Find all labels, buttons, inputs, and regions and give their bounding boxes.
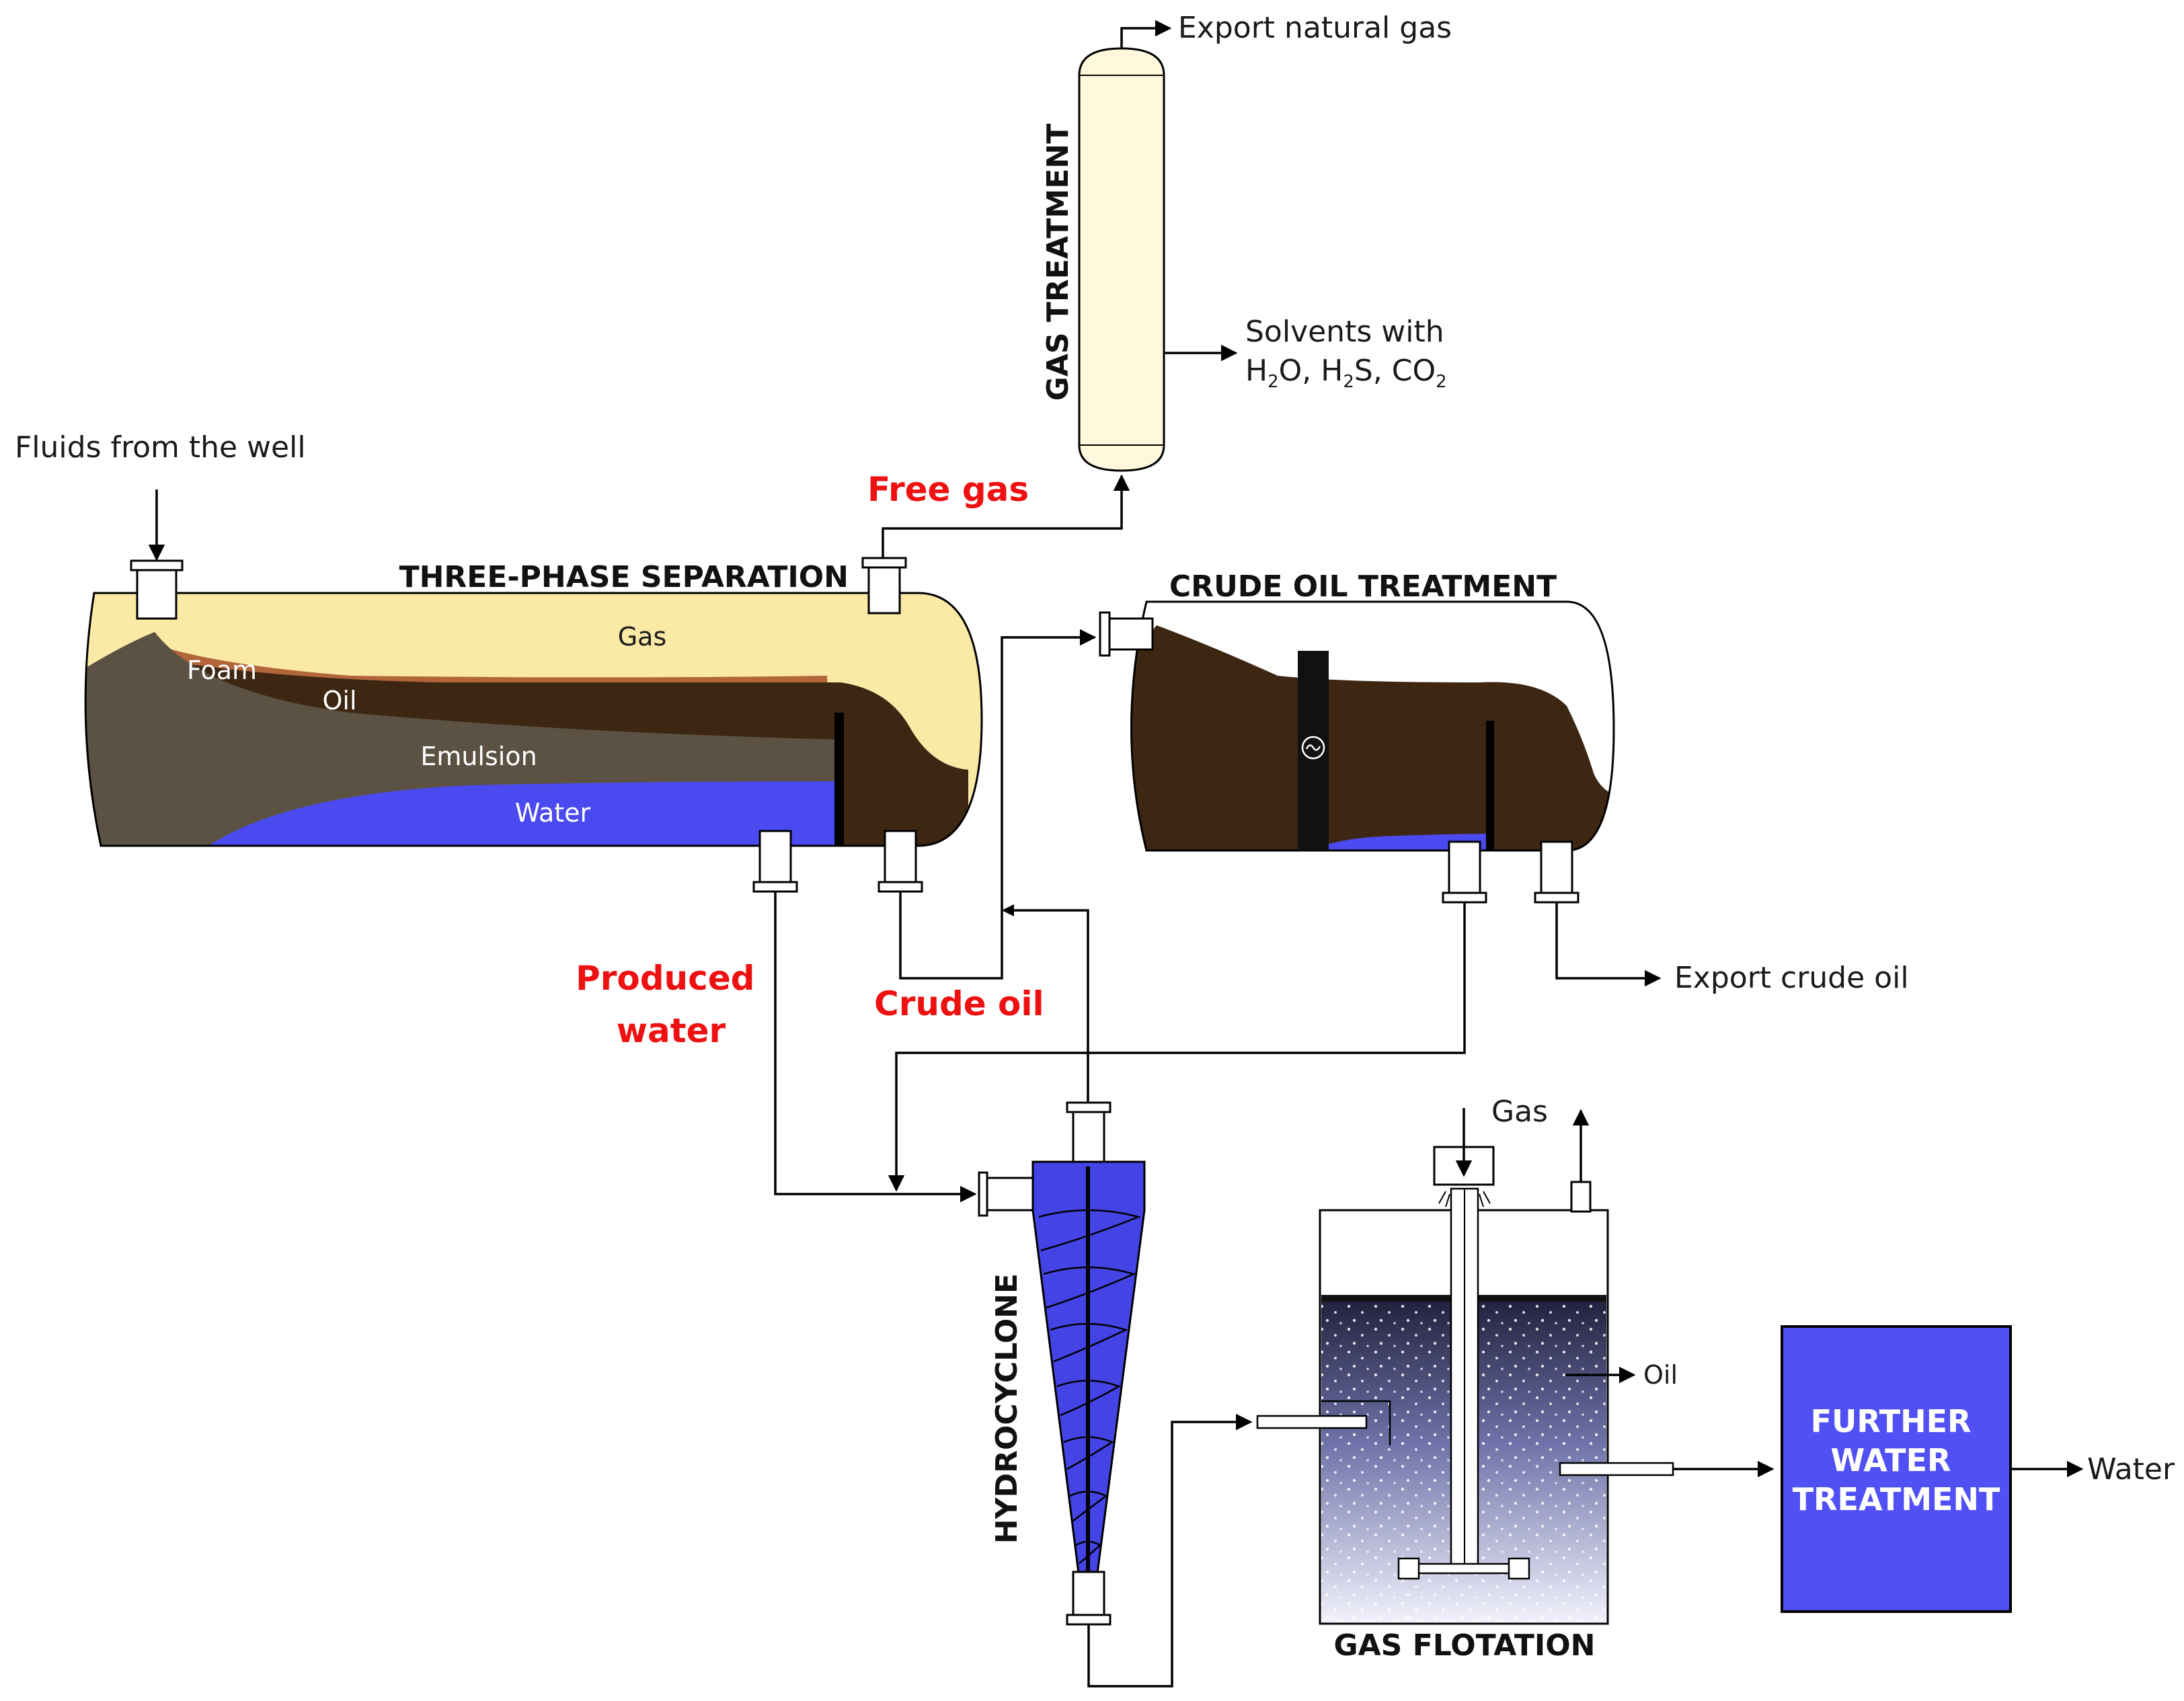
gas-treatment-title: GAS TREATMENT	[1041, 124, 1075, 401]
weir-plate	[834, 713, 844, 846]
separator-inlet-nozzle	[130, 559, 184, 620]
crude-water-recycle-line	[888, 902, 1466, 1192]
produced-water-line	[774, 892, 977, 1203]
crude-oil-treatment-vessel	[1130, 600, 1615, 852]
hydrocyclone-oil-recycle-line	[1009, 909, 1089, 1103]
export-crude-oil-label: Export crude oil	[1674, 961, 1909, 995]
phase-label-emulsion: Emulsion	[420, 742, 537, 771]
hydrocyclone-inlet-nozzle	[984, 1177, 1034, 1212]
crude-oil-phase	[1131, 625, 1614, 850]
crude-oil-line	[899, 629, 1097, 980]
phase-label-water: Water	[515, 798, 591, 828]
crude-inlet-nozzle	[1099, 611, 1154, 657]
crude-oil-treatment-title: CRUDE OIL TREATMENT	[1169, 569, 1557, 604]
export-gas-line	[1120, 19, 1172, 48]
separator-gas-nozzle	[861, 557, 907, 615]
flotation-inlet-pipe	[1256, 1415, 1368, 1429]
export-natural-gas-label: Export natural gas	[1178, 11, 1452, 45]
gas-in-label: Gas	[1491, 1095, 1548, 1129]
impeller-icon	[1397, 1187, 1530, 1580]
phase-label-gas: Gas	[618, 622, 667, 651]
phase-label-foam: Foam	[187, 656, 257, 685]
crude-water-nozzle	[1442, 840, 1487, 904]
oil-out-label: Oil	[1643, 1360, 1678, 1390]
hydrocyclone	[978, 1101, 1146, 1626]
solvents-label: Solvents with	[1245, 315, 1444, 349]
further-water-treatment-box	[1781, 1325, 2012, 1613]
separator-water-nozzle	[752, 830, 798, 893]
water-out-label: Water	[2087, 1452, 2175, 1487]
phase-label-oil: Oil	[322, 686, 356, 715]
recycle-arrowhead	[1002, 904, 1014, 916]
produced-water-label: Produced water	[576, 959, 767, 1050]
hydrocyclone-underflow-line	[1087, 1413, 1253, 1688]
solvents-formula: H2O, H2S, CO2	[1245, 354, 1447, 392]
gas-flotation-tank	[1256, 1108, 1674, 1625]
three-phase-separator	[84, 592, 983, 847]
fluids-from-well-label: Fluids from the well	[15, 430, 306, 465]
export-crude-line	[1555, 902, 1662, 987]
crude-water-phase	[1311, 834, 1493, 850]
flotation-outlet-pipe	[1559, 1462, 1674, 1476]
gas-treatment-column	[1078, 47, 1165, 472]
further-water-treatment-title: FURTHER WATER TREATMENT	[1793, 1403, 2000, 1517]
free-gas-label: Free gas	[867, 470, 1029, 509]
three-phase-separation-title: THREE-PHASE SEPARATION	[399, 560, 849, 594]
hydrocyclone-spiral	[1038, 1209, 1141, 1564]
hydrocyclone-title: HYDROCYCLONE	[990, 1273, 1024, 1544]
crude-oil-label: Crude oil	[874, 984, 1044, 1023]
separator-oil-nozzle	[878, 830, 923, 893]
free-gas-line	[882, 474, 1130, 559]
heating-element-icon	[1301, 736, 1325, 760]
crude-weir-plate	[1486, 721, 1494, 850]
gas-flotation-title: GAS FLOTATION	[1334, 1628, 1596, 1663]
crude-oil-nozzle	[1534, 840, 1580, 904]
water-phase	[208, 781, 841, 846]
